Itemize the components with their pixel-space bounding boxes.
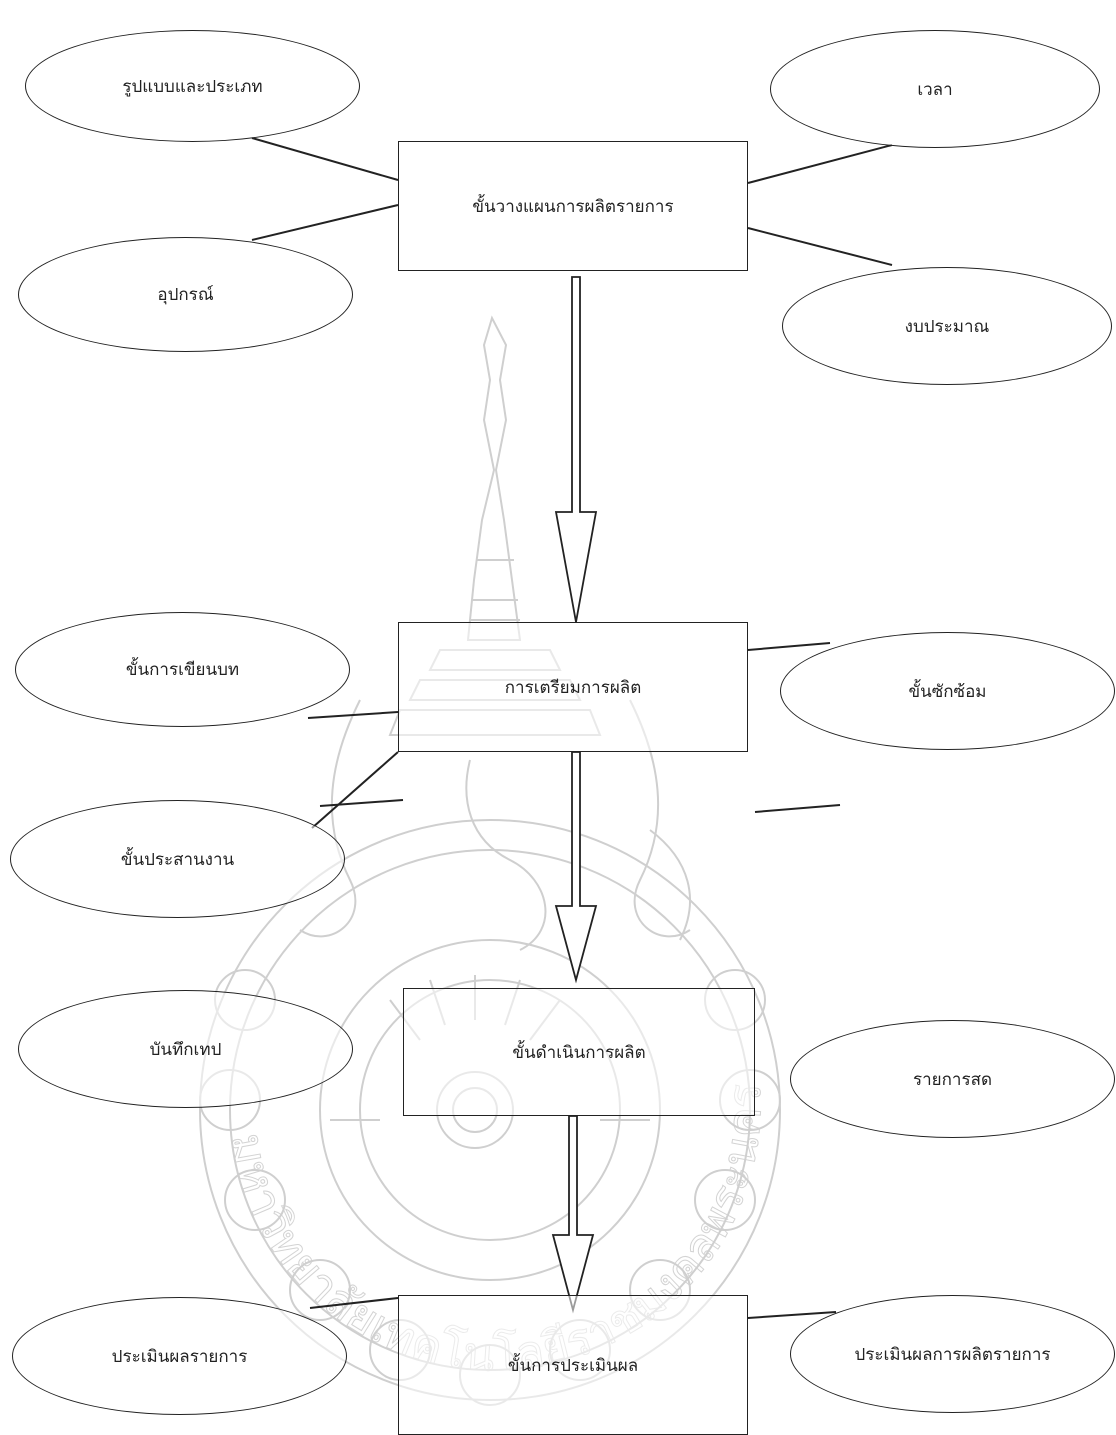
factor-script: ขั้นการเขียนบท [15, 612, 350, 727]
step-production: ขั้นดำเนินการผลิต [403, 988, 755, 1116]
connector-budget [747, 227, 893, 266]
factor-coordination: ขั้นประสานงาน [10, 800, 345, 918]
connector-time [747, 144, 893, 184]
factor-budget: งบประมาณ [782, 267, 1112, 385]
step-evaluation-label: ขั้นการประเมินผล [507, 1355, 639, 1376]
connector-script [307, 711, 399, 719]
factor-program-evaluation: ประเมินผลรายการ [12, 1297, 347, 1415]
step-planning: ขั้นวางแผนการผลิตรายการ [398, 141, 748, 271]
factor-live: รายการสด [790, 1020, 1115, 1138]
connector-program [309, 1297, 399, 1309]
factor-process-evaluation: ประเมินผลการผลิตรายการ [790, 1295, 1115, 1413]
factor-tape: บันทึกเทป [18, 990, 353, 1108]
connector-rehearsal [747, 642, 831, 651]
factor-time: เวลา [770, 30, 1100, 148]
connector-coordination [311, 751, 399, 829]
step-preparation: การเตรียมการผลิต [398, 622, 748, 752]
arrow-production-to-evaluation [551, 1115, 595, 1314]
arrow-planning-to-preparation [554, 276, 598, 623]
connector-live [754, 804, 841, 813]
step-evaluation: ขั้นการประเมินผล [398, 1295, 748, 1435]
connector-process [747, 1311, 837, 1319]
connector-equipment [251, 204, 399, 241]
arrow-preparation-to-production [554, 751, 598, 984]
step-planning-label: ขั้นวางแผนการผลิตรายการ [472, 196, 674, 217]
connector-tape [319, 799, 404, 807]
step-production-label: ขั้นดำเนินการผลิต [512, 1042, 646, 1063]
step-preparation-label: การเตรียมการผลิต [504, 677, 642, 698]
factor-format: รูปแบบและประเภท [25, 30, 360, 142]
factor-rehearsal: ขั้นซักซ้อม [780, 632, 1115, 750]
connector-format [251, 137, 399, 181]
factor-equipment: อุปกรณ์ [18, 237, 353, 352]
